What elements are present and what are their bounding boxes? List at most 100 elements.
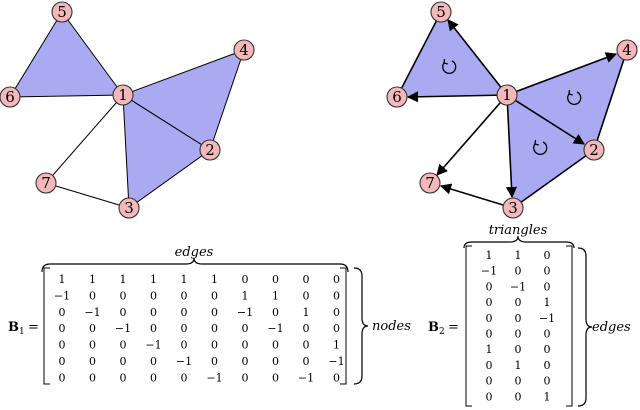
B1-cell: 0 xyxy=(181,371,188,384)
node-7: 7 xyxy=(419,172,441,194)
B1-cell: 0 xyxy=(150,306,157,319)
triangle-1-2-3 xyxy=(507,95,594,208)
B2-cell: 0 xyxy=(544,265,551,278)
B1-cell: −1 xyxy=(115,322,131,335)
rotation-icons xyxy=(442,58,582,156)
B1-cell: 0 xyxy=(211,289,218,302)
B1-cell: 0 xyxy=(89,355,96,368)
edge-3-7 xyxy=(439,183,514,209)
B1-cell: −1 xyxy=(84,306,100,319)
B1-cell: 0 xyxy=(59,339,66,352)
B1-cell: 0 xyxy=(181,289,188,302)
node-2: 2 xyxy=(199,139,221,161)
svg-text:7: 7 xyxy=(425,174,435,192)
B2-cell: 0 xyxy=(515,296,522,309)
B2-cell: 1 xyxy=(486,249,493,262)
svg-text:5: 5 xyxy=(436,3,446,21)
B1-cell: 0 xyxy=(59,371,66,384)
b2-right-brace xyxy=(577,247,593,407)
svg-text:6: 6 xyxy=(392,88,402,106)
B1-cell: 0 xyxy=(211,306,218,319)
B1-cell: 0 xyxy=(89,371,96,384)
node-7: 7 xyxy=(35,172,57,194)
B1-cell: 1 xyxy=(59,273,66,286)
svg-text:2: 2 xyxy=(589,141,599,159)
B1-cell: 0 xyxy=(211,355,218,368)
b1-name-subscript: 1 xyxy=(19,327,25,337)
svg-text:6: 6 xyxy=(5,88,15,106)
edge-1-4 xyxy=(506,52,618,96)
B1-cell: 0 xyxy=(150,355,157,368)
node-1: 1 xyxy=(496,84,518,106)
B1-cell: 0 xyxy=(181,322,188,335)
B1-cell: 0 xyxy=(303,339,310,352)
B2-cell: 0 xyxy=(544,280,551,293)
B1-cell: 0 xyxy=(181,306,188,319)
B1-cell: 0 xyxy=(120,371,127,384)
node-2: 2 xyxy=(583,139,605,161)
B2-cell: 1 xyxy=(544,390,551,403)
B2-cell: 0 xyxy=(486,359,493,372)
b1-equals: = xyxy=(28,320,39,335)
edge-3-7 xyxy=(45,182,130,209)
B2-cell: 0 xyxy=(515,265,522,278)
edge-2-4 xyxy=(593,49,628,151)
node-4: 4 xyxy=(616,39,638,61)
node-4: 4 xyxy=(233,39,255,61)
triangle-1-2-3 xyxy=(122,94,211,209)
B1-cell: 1 xyxy=(120,273,127,286)
oriented-graph: 5 4 6 1 2 7 3 xyxy=(386,1,638,219)
B2-cell: 0 xyxy=(515,328,522,341)
nodes-layer: 5 4 6 1 2 7 3 xyxy=(386,1,638,219)
B1-cell: 0 xyxy=(333,273,340,286)
triangles-layer xyxy=(397,12,627,208)
b1-top-label: edges xyxy=(175,245,214,260)
B2-cell: 0 xyxy=(486,280,493,293)
B1-cell: 0 xyxy=(303,322,310,335)
B2-cell: 0 xyxy=(544,359,551,372)
B1-cell: 1 xyxy=(303,306,310,319)
triangle-1-5-6 xyxy=(9,11,124,98)
B1-cell: 0 xyxy=(242,371,249,384)
circular-arrow-icon xyxy=(442,58,457,75)
B1-cell: 0 xyxy=(150,289,157,302)
B2-cell: 0 xyxy=(486,375,493,388)
triangle-1-4-2 xyxy=(507,50,627,150)
b2-name-letter: B xyxy=(428,320,439,335)
B1-cell: 0 xyxy=(242,322,249,335)
B1-cell: 0 xyxy=(59,322,66,335)
B1-cell: 0 xyxy=(120,339,127,352)
node-3: 3 xyxy=(118,197,140,219)
B2-cell: 0 xyxy=(515,390,522,403)
b1-side-label: nodes xyxy=(372,319,411,334)
B1-cell: 0 xyxy=(333,322,340,335)
B1-cell: 0 xyxy=(181,339,188,352)
B1-cell: 1 xyxy=(150,273,157,286)
B1-cell: 0 xyxy=(150,322,157,335)
svg-text:3: 3 xyxy=(508,199,518,217)
B1-cell: 0 xyxy=(333,306,340,319)
B1-cell: −1 xyxy=(328,355,344,368)
svg-text:7: 7 xyxy=(41,174,51,192)
B1-cell: 0 xyxy=(272,355,279,368)
edges-layer xyxy=(45,94,130,209)
B2-cell: 0 xyxy=(515,375,522,388)
B1-cell: −1 xyxy=(54,289,70,302)
svg-text:4: 4 xyxy=(239,41,249,59)
B1-cell: 0 xyxy=(150,371,157,384)
node-5: 5 xyxy=(51,1,73,23)
B1-cell: 0 xyxy=(303,273,310,286)
B1-cell: 0 xyxy=(303,355,310,368)
edge-1-3 xyxy=(505,94,518,199)
B1-cell: 1 xyxy=(333,339,340,352)
B1-cell: 0 xyxy=(59,306,66,319)
B1-cell: 0 xyxy=(120,289,127,302)
B1-cell: 0 xyxy=(89,289,96,302)
nodes-layer: 5 4 6 1 2 7 3 xyxy=(0,1,255,219)
B2-cell: 0 xyxy=(544,343,551,356)
node-5: 5 xyxy=(430,1,452,23)
B1-cell: 1 xyxy=(89,273,96,286)
svg-text:4: 4 xyxy=(622,41,632,59)
